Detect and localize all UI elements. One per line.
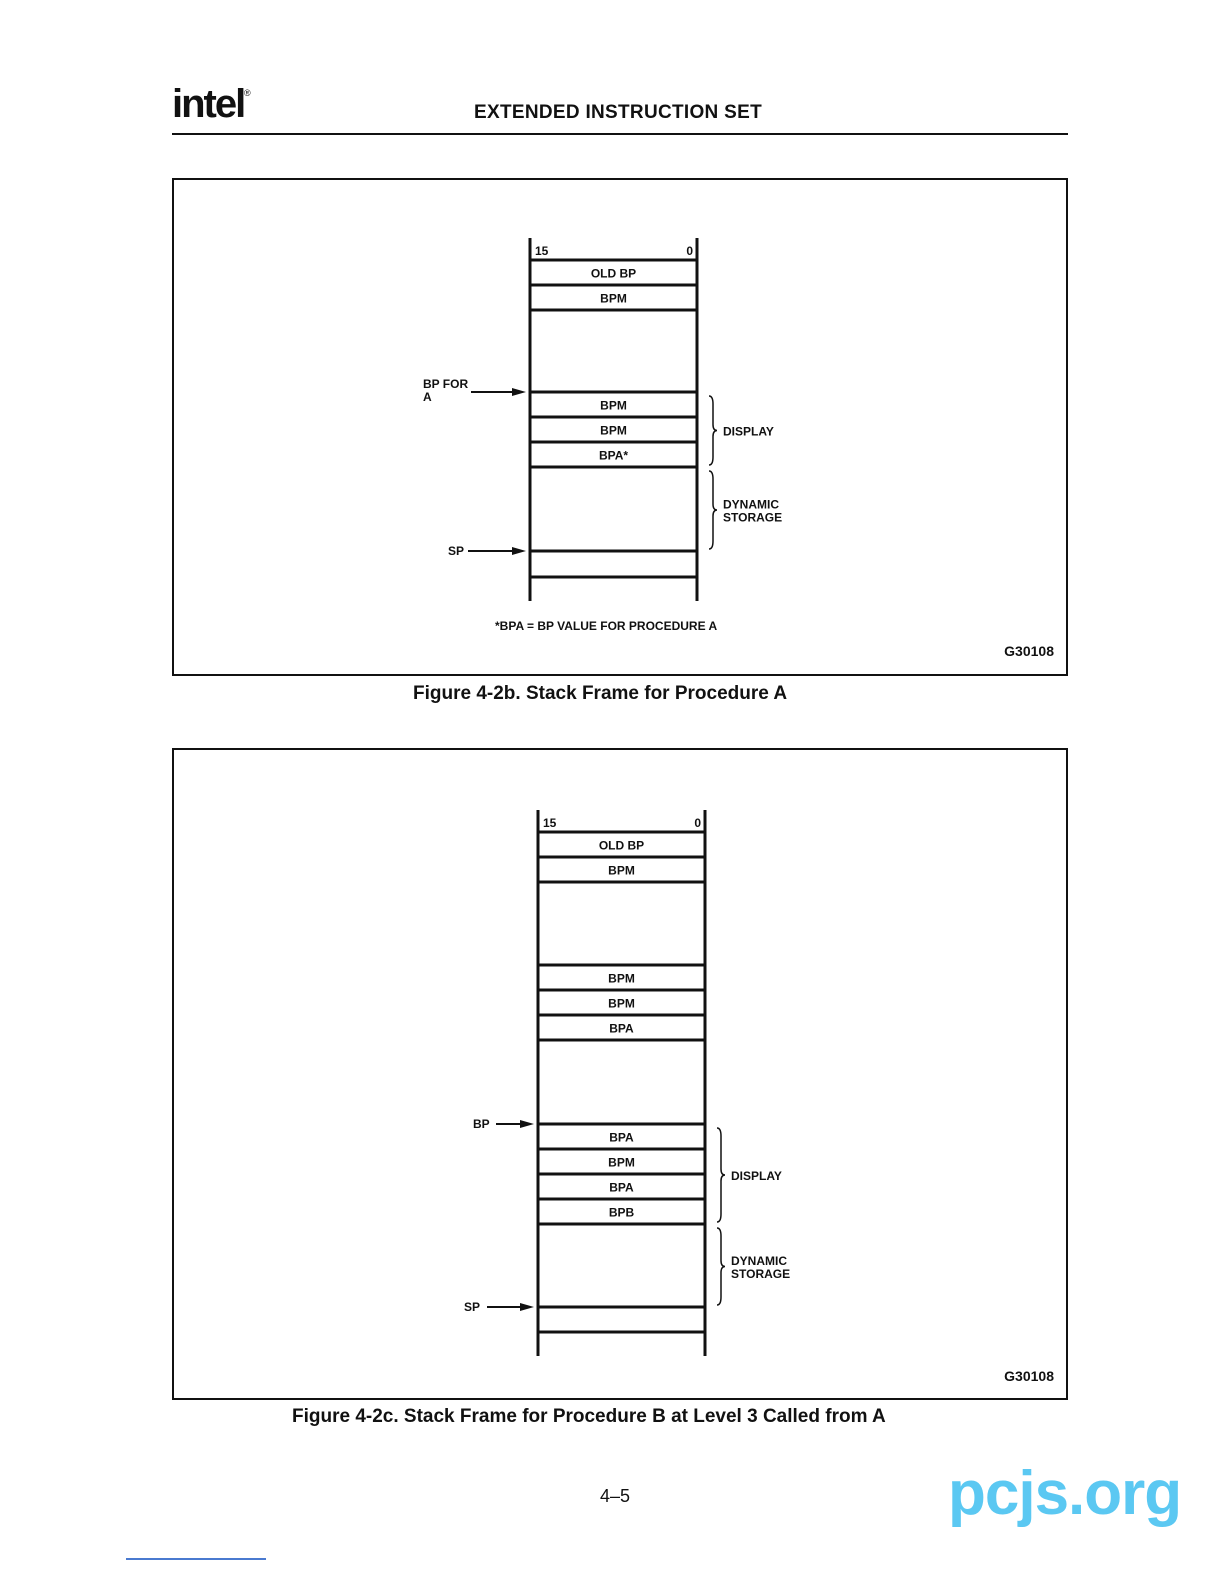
stack-cell-label: BPM [608,1156,635,1170]
footnote: *BPA = BP VALUE FOR PROCEDURE A [495,619,717,633]
stack-cell-label: BPB [609,1206,635,1220]
intel-logo: intel [172,82,246,126]
figure-4-2b-caption: Figure 4-2b. Stack Frame for Procedure A [413,683,788,704]
stack-cell-label: BPM [608,864,635,878]
stack-cell-label: OLD BP [591,267,636,281]
pointer-label: SP [448,544,464,558]
figure-4-2c-caption: Figure 4-2c. Stack Frame for Procedure B… [292,1406,886,1427]
stack-cell-label: BPM [600,399,627,413]
pointer-label: BP FOR [423,377,468,391]
page-title: EXTENDED INSTRUCTION SET [474,102,762,123]
pointer-label: A [423,390,432,404]
brace-label: DYNAMIC [731,1254,787,1268]
footer-link-rule [126,1558,266,1560]
stack-cell-label: BPM [600,292,627,306]
bit-label-low: 0 [694,816,701,830]
brace-label: STORAGE [731,1267,790,1281]
registered-mark: ® [244,88,251,98]
brace-label: STORAGE [723,511,782,525]
page-number: 4–5 [600,1486,631,1506]
bit-label-high: 15 [543,816,557,830]
pointer-label: SP [464,1300,480,1314]
stack-cell-label: BPA* [599,449,628,463]
curly-brace-icon [716,1127,726,1223]
brace-label: DISPLAY [723,425,774,439]
curly-brace-icon [708,395,718,466]
stack-cell-label: BPM [608,972,635,986]
curly-brace-icon [708,470,718,550]
stack-cell-label: BPA [609,1181,634,1195]
stack-cell-label: BPM [600,424,627,438]
bit-label-low: 0 [686,244,693,258]
pointer-label: BP [473,1117,490,1131]
curly-brace-icon [716,1227,726,1306]
arrow-head-icon [512,547,526,555]
arrow-head-icon [512,388,526,396]
stack-cell-label: BPA [609,1131,634,1145]
stack-cell-label: BPA [609,1022,634,1036]
figure-code: G30108 [1004,643,1054,659]
stack-cell-label: OLD BP [599,839,644,853]
bit-label-high: 15 [535,244,549,258]
arrow-head-icon [520,1303,534,1311]
pcjs-watermark-logo[interactable]: pcjs.org [948,1459,1182,1528]
figure-code: G30108 [1004,1368,1054,1384]
arrow-head-icon [520,1120,534,1128]
stack-cell-label: BPM [608,997,635,1011]
brace-label: DISPLAY [731,1169,782,1183]
header-rule [172,133,1068,135]
brace-label: DYNAMIC [723,498,779,512]
